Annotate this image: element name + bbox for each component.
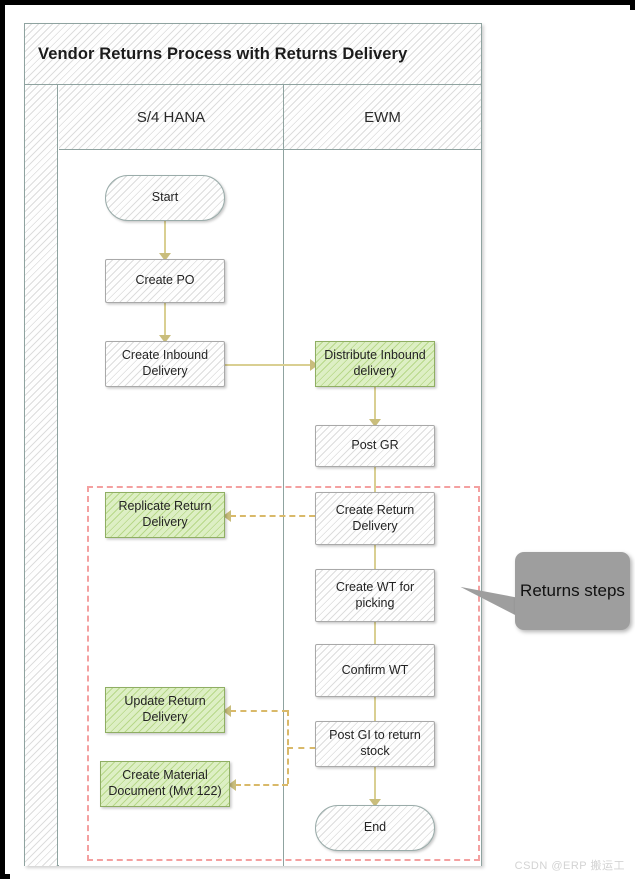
connector-postgr-createreturn <box>374 467 376 505</box>
diagram-page: Vendor Returns Process with Returns Deli… <box>10 10 635 879</box>
arrowhead-inbound-distribute <box>310 359 318 371</box>
returns-steps-callout[interactable]: Returns steps <box>515 552 630 630</box>
node-label-end: End <box>363 820 387 835</box>
node-post-gr[interactable]: Post GR <box>315 425 435 467</box>
node-confirm-wt[interactable]: Confirm WT <box>315 644 435 697</box>
arrowhead-distribute-postgr <box>369 419 381 427</box>
lane-label-ewm: EWM <box>364 108 401 126</box>
callout-label: Returns steps <box>520 580 625 600</box>
connector-createwt-confirmwt <box>374 622 376 656</box>
node-label-create-material-document: Create Material Document (Mvt 122) <box>108 768 222 798</box>
arrowhead-createpo-inbound <box>159 335 171 343</box>
node-create-po[interactable]: Create PO <box>105 259 225 303</box>
connector-postgi-updatereturn <box>230 710 288 712</box>
page-title: Vendor Returns Process with Returns Deli… <box>38 44 408 63</box>
lane-label-s4hana: S/4 HANA <box>136 108 206 126</box>
node-create-wt-for-picking[interactable]: Create WT for picking <box>315 569 435 622</box>
connector-createreturn-createwt <box>374 545 376 579</box>
node-start[interactable]: Start <box>105 175 225 221</box>
node-label-update-return-delivery: Update Return Delivery <box>124 694 206 724</box>
connector-distribute-postgr <box>374 387 376 425</box>
connector-postgi-branch-spine <box>287 710 289 784</box>
swimlane-pool: Vendor Returns Process with Returns Deli… <box>24 23 482 866</box>
node-post-gi-to-return-stock[interactable]: Post GI to return stock <box>315 721 435 767</box>
node-update-return-delivery[interactable]: Update Return Delivery <box>105 687 225 733</box>
node-label-replicate-return-delivery: Replicate Return Delivery <box>118 499 212 529</box>
node-create-material-document[interactable]: Create Material Document (Mvt 122) <box>100 761 230 807</box>
node-create-inbound-delivery[interactable]: Create Inbound Delivery <box>105 341 225 387</box>
arrowhead-postgi-end <box>369 799 381 807</box>
arrowhead-start-createpo <box>159 253 171 261</box>
node-label-post-gi-to-return-stock: Post GI to return stock <box>329 728 421 758</box>
node-create-return-delivery[interactable]: Create Return Delivery <box>315 492 435 545</box>
arrowhead-postgi-updatereturn <box>223 705 231 717</box>
node-label-post-gr: Post GR <box>351 438 399 453</box>
pool-left-band <box>25 85 58 866</box>
node-label-create-inbound-delivery: Create Inbound Delivery <box>121 348 209 378</box>
connector-inbound-distribute <box>211 364 314 366</box>
node-label-start: Start <box>151 190 179 205</box>
lane-header-s4hana: S/4 HANA <box>59 85 284 150</box>
node-label-distribute-inbound-delivery: Distribute Inbound delivery <box>324 348 426 378</box>
connector-createpo-inbound <box>164 303 166 341</box>
connector-start-createpo <box>164 221 166 259</box>
node-end[interactable]: End <box>315 805 435 851</box>
node-label-create-po: Create PO <box>135 273 195 288</box>
watermark-text: CSDN @ERP 搬运工 <box>514 860 625 872</box>
node-distribute-inbound-delivery[interactable]: Distribute Inbound delivery <box>315 341 435 387</box>
connector-createreturn-replicate <box>230 515 325 517</box>
node-replicate-return-delivery[interactable]: Replicate Return Delivery <box>105 492 225 538</box>
node-label-create-return-delivery: Create Return Delivery <box>335 502 415 533</box>
arrowhead-createreturn-replicate <box>223 510 231 522</box>
connector-postgi-end <box>374 767 376 805</box>
lane-header-ewm: EWM <box>284 85 481 150</box>
node-label-confirm-wt: Confirm WT <box>341 662 409 677</box>
arrowhead-postgi-creatematerial <box>228 779 236 791</box>
connector-postgi-creatematerial <box>235 784 288 786</box>
connector-confirmwt-postgi <box>374 697 376 731</box>
node-label-create-wt-for-picking: Create WT for picking <box>335 579 415 610</box>
connector-postgi-branch-stub <box>287 747 327 749</box>
diagram-title-bar: Vendor Returns Process with Returns Deli… <box>25 24 481 85</box>
